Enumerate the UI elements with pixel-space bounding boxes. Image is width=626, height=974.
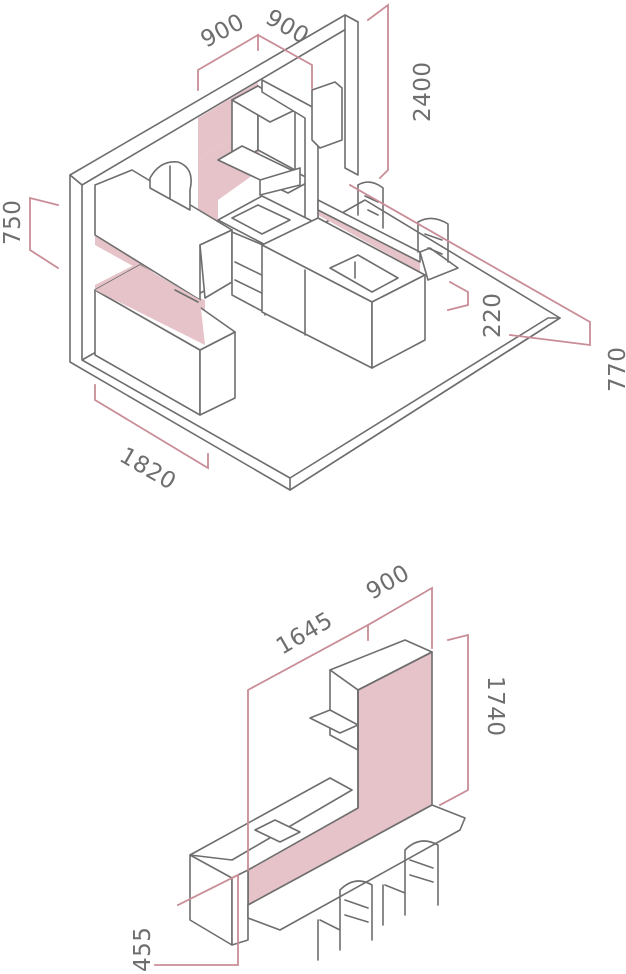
label-back-cabinet: 1820 bbox=[115, 443, 180, 496]
cabinet-divider bbox=[174, 289, 199, 303]
dim-island-length bbox=[247, 623, 369, 871]
dim-back-cabinet bbox=[94, 384, 209, 470]
chair-1 bbox=[357, 181, 384, 229]
counter-front bbox=[189, 854, 233, 946]
label-counter-height-lower: 455 bbox=[130, 927, 156, 972]
dim-counter-height-lower bbox=[154, 873, 239, 966]
dim-island-depth bbox=[366, 586, 433, 649]
counter-side bbox=[231, 869, 249, 946]
highlight-cabinet-top bbox=[95, 265, 205, 345]
left-cabinets bbox=[94, 161, 236, 416]
label-island-length: 1645 bbox=[272, 607, 337, 660]
counter-top bbox=[189, 777, 353, 861]
highlight-left-upper bbox=[95, 235, 140, 270]
dim-upper-cabinet bbox=[29, 196, 60, 270]
label-counter-step: 220 bbox=[480, 293, 506, 338]
island bbox=[261, 199, 459, 369]
back-wall-right bbox=[344, 14, 359, 176]
island-panel bbox=[317, 199, 421, 263]
dim-hood-left bbox=[197, 33, 259, 91]
dim-panel-height bbox=[438, 633, 469, 807]
chairs bbox=[357, 181, 449, 263]
dimension-lines bbox=[29, 3, 591, 470]
label-island-depth: 900 bbox=[362, 560, 414, 605]
panel-front-highlight bbox=[248, 652, 432, 905]
hood-skirt bbox=[259, 167, 301, 196]
floor-edge bbox=[289, 317, 561, 491]
dim-counter-height bbox=[348, 183, 591, 347]
bar-shelf bbox=[247, 804, 466, 931]
label-hood-left: 900 bbox=[197, 9, 249, 53]
label-counter-height: 770 bbox=[605, 347, 626, 392]
dim-ceiling bbox=[366, 3, 389, 180]
dim-counter-step bbox=[446, 280, 469, 312]
sink bbox=[329, 254, 399, 293]
chair-3 bbox=[317, 880, 373, 961]
label-ceiling: 2400 bbox=[410, 61, 436, 122]
bar-top bbox=[419, 247, 459, 281]
cooktop bbox=[231, 204, 291, 235]
dim-hood-right bbox=[256, 33, 313, 89]
sink-recess bbox=[254, 819, 301, 843]
island-side bbox=[371, 274, 426, 369]
shelf-unit bbox=[311, 81, 343, 149]
chair-2 bbox=[417, 217, 449, 263]
label-upper-cabinet: 750 bbox=[0, 200, 26, 245]
island-detail-drawing: 1645 900 1740 455 bbox=[130, 560, 508, 972]
label-panel-height: 1740 bbox=[482, 676, 508, 737]
chair-4 bbox=[382, 840, 439, 926]
